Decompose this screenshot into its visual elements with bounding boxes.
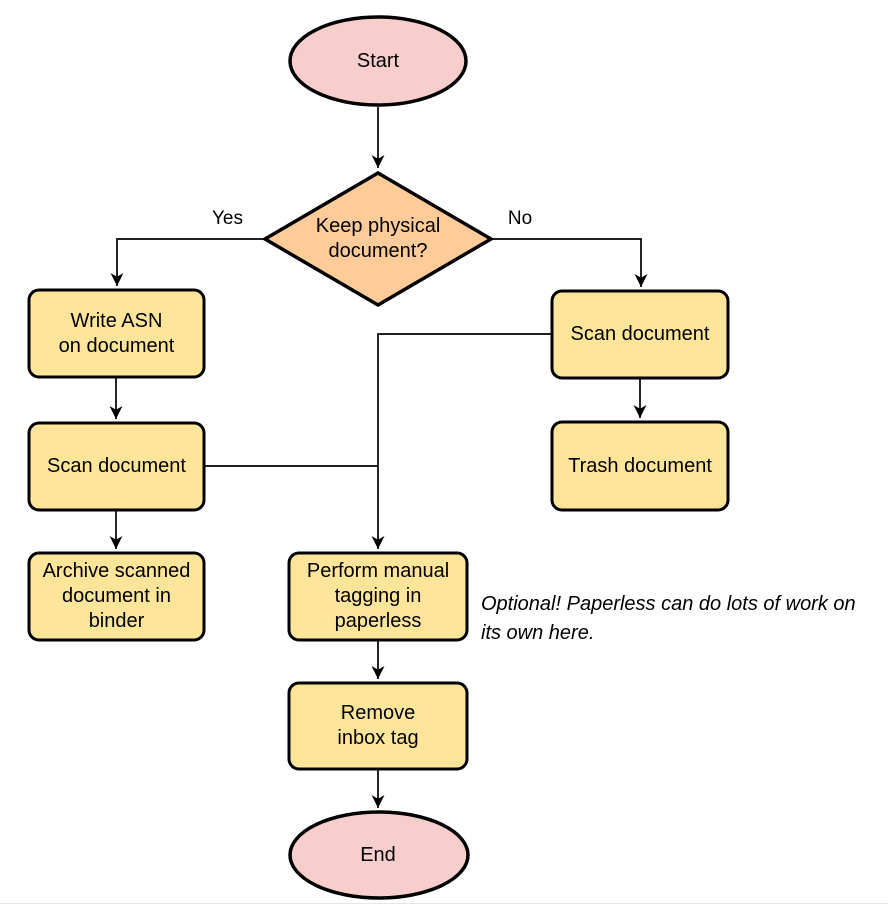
no-edge-label: No <box>507 208 533 229</box>
write-asn-node-shape <box>27 288 206 379</box>
decision-node-shape <box>261 170 495 308</box>
yes-edge-label: Yes <box>212 208 243 229</box>
bottom-divider <box>0 903 888 904</box>
edge-no-to-scan-right <box>490 238 648 287</box>
scan-document-left-node-shape <box>27 421 206 512</box>
edge-scan-right-to-tagging <box>371 333 552 549</box>
remove-inbox-tag-node-shape <box>287 681 469 771</box>
edge-yes-to-write-asn <box>110 238 266 286</box>
end-node-shape <box>288 810 470 900</box>
archive-scanned-node-shape <box>27 551 206 642</box>
scan-document-right-node-shape <box>550 289 730 380</box>
manual-tagging-node-shape <box>287 551 469 642</box>
optional-annotation: Optional! Paperless can do lots of work … <box>481 593 856 644</box>
start-node-shape <box>288 15 468 107</box>
trash-document-node-shape <box>550 420 730 512</box>
